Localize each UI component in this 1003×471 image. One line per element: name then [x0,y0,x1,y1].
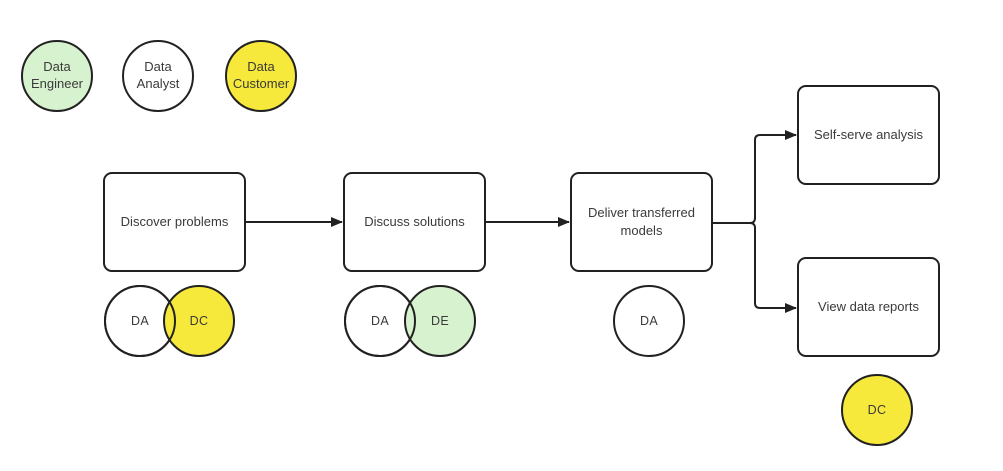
arrow-deliver-to-self-serve [713,130,797,224]
role-circle-discuss-de-label: DE [431,313,449,328]
node-view-data-reports[interactable]: View data reports [797,257,940,357]
role-circle-deliver-da[interactable]: DA [613,285,685,357]
node-deliver-transferred-models[interactable]: Deliver transferred models [570,172,713,272]
node-view-data-reports-label: View data reports [818,299,919,315]
legend-data-engineer[interactable]: Data Engineer [21,40,93,112]
node-discuss-solutions[interactable]: Discuss solutions [343,172,486,272]
legend-data-customer-label: Data Customer [232,59,290,91]
legend-data-engineer-label: Data Engineer [30,59,84,91]
role-circle-view-reports-dc-label: DC [867,402,887,417]
role-circle-deliver-da-label: DA [640,313,658,328]
role-circle-discover-dc-label: DC [189,313,209,328]
role-circle-view-reports-dc[interactable]: DC [841,374,913,446]
node-discuss-solutions-label: Discuss solutions [364,214,465,230]
node-deliver-transferred-models-label: Deliver transferred models [588,205,695,238]
role-circle-discover-dc[interactable]: DC [163,285,235,357]
arrow-deliver-to-view-reports [713,222,797,313]
role-circle-discuss-de[interactable]: DE [404,285,476,357]
node-discover-problems[interactable]: Discover problems [103,172,246,272]
node-self-serve-analysis[interactable]: Self-serve analysis [797,85,940,185]
node-discover-problems-label: Discover problems [120,214,229,230]
node-self-serve-analysis-label: Self-serve analysis [813,127,924,143]
legend-data-customer[interactable]: Data Customer [225,40,297,112]
legend-data-analyst-label: Data Analyst [136,59,180,91]
legend-data-analyst[interactable]: Data Analyst [122,40,194,112]
